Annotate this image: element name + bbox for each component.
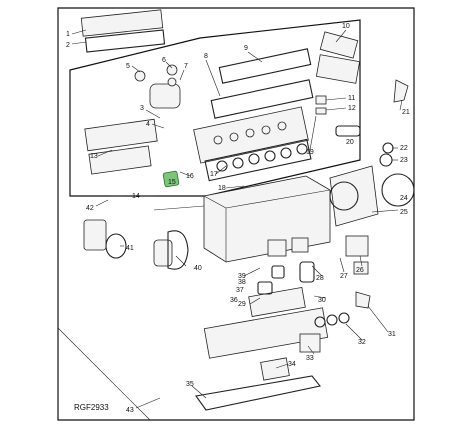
front-cover-parts <box>83 219 189 270</box>
callout-42: 42 <box>86 205 94 212</box>
callout-12: 12 <box>348 105 356 112</box>
callout-29: 29 <box>238 301 246 308</box>
manifold-part <box>315 31 361 84</box>
callout-23: 23 <box>400 157 408 164</box>
callout-2: 2 <box>66 42 70 49</box>
frame-diagonal <box>57 327 151 421</box>
callout-4: 4 <box>146 121 150 128</box>
upper-engine-box <box>69 19 361 197</box>
callout-15: 15 <box>168 179 176 186</box>
callout-28: 28 <box>316 275 324 282</box>
callout-38: 38 <box>238 279 246 286</box>
kit-outline-frame <box>57 7 415 421</box>
callout-24: 24 <box>400 195 408 202</box>
fitting-11-12 <box>315 95 327 115</box>
callout-34: 34 <box>288 361 296 368</box>
flywheel-housing-part <box>329 165 415 227</box>
seal-22 <box>382 142 394 154</box>
callout-25: 25 <box>400 209 408 216</box>
callout-11: 11 <box>348 95 355 102</box>
callout-26: 26 <box>356 267 364 274</box>
callout-10: 10 <box>342 23 350 30</box>
callout-6: 6 <box>162 57 166 64</box>
callout-1: 1 <box>66 31 70 38</box>
callout-19: 19 <box>306 149 314 156</box>
callout-13: 13 <box>90 153 98 160</box>
callout-21: 21 <box>402 109 410 116</box>
leader-lines <box>71 29 403 409</box>
callout-5: 5 <box>126 63 130 70</box>
oil-pump-parts <box>203 307 350 381</box>
callout-37: 37 <box>236 287 244 294</box>
callout-41: 41 <box>126 245 134 252</box>
callout-14: 14 <box>132 193 140 200</box>
callout-40: 40 <box>194 265 202 272</box>
cylinder-head-part <box>193 106 309 164</box>
callout-33: 33 <box>306 355 314 362</box>
gasket-20 <box>335 125 361 137</box>
callout-3: 3 <box>140 105 144 112</box>
head-gasket-17 <box>204 138 312 182</box>
exhaust-manifold-part <box>84 83 181 175</box>
callout-18: 18 <box>218 185 226 192</box>
top-cover-part <box>80 9 166 53</box>
callout-32: 32 <box>358 339 366 346</box>
callout-30: 30 <box>318 297 326 304</box>
figure-code: RGF2933 <box>74 403 109 412</box>
callout-17: 17 <box>210 171 218 178</box>
small-fittings <box>134 64 178 87</box>
callout-36: 36 <box>230 297 238 304</box>
lower-block-parts <box>248 235 369 317</box>
part-21 <box>393 79 409 103</box>
seal-23 <box>379 153 393 167</box>
callout-7: 7 <box>184 63 188 70</box>
callout-22: 22 <box>400 145 408 152</box>
callout-43: 43 <box>126 407 134 414</box>
callout-31: 31 <box>388 331 396 338</box>
callout-16: 16 <box>186 173 194 180</box>
callout-27: 27 <box>340 273 348 280</box>
oil-pan-gasket-35 <box>195 375 321 411</box>
callout-35: 35 <box>186 381 194 388</box>
head-gasket-upper <box>210 79 314 119</box>
highlighted-gasket-15 <box>162 170 180 188</box>
callout-39: 39 <box>238 273 246 280</box>
rocker-cover-gasket <box>218 48 312 84</box>
part-31 <box>355 291 371 309</box>
callout-8: 8 <box>204 53 208 60</box>
callout-9: 9 <box>244 45 248 52</box>
callout-20: 20 <box>346 139 354 146</box>
